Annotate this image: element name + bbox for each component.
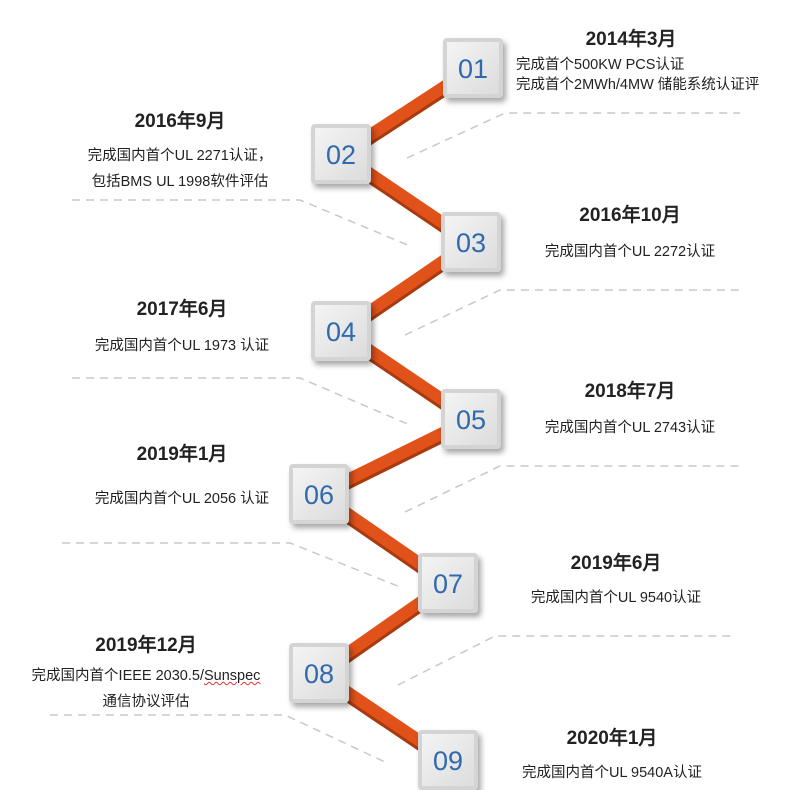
dashed-guide-line	[72, 199, 411, 247]
milestone-badge-09: 09	[418, 730, 478, 790]
milestone-text-09: 2020年1月 完成国内首个UL 9540A认证	[502, 723, 722, 784]
dashed-guide-line	[406, 112, 740, 159]
milestone-desc-part: Sunspec	[204, 668, 261, 684]
milestone-date: 2019年12月	[95, 635, 197, 656]
milestone-badge-01: 01	[443, 38, 503, 98]
milestone-desc: 完成国内首个IEEE 2030.5/Sunspec	[8, 663, 284, 689]
milestone-desc: 完成国内首个UL 2056 认证	[94, 491, 270, 507]
milestone-date: 2018年7月	[584, 381, 676, 402]
milestone-badge-06: 06	[289, 464, 349, 524]
dashed-guide-line	[404, 289, 740, 336]
milestone-date: 2014年3月	[585, 29, 677, 50]
milestone-text-04: 2017年6月 完成国内首个UL 1973 认证	[62, 294, 302, 357]
milestone-desc-part: 完成国内首个IEEE 2030.5/	[31, 668, 204, 684]
milestone-badge-05: 05	[441, 389, 501, 449]
milestone-date: 2019年1月	[136, 444, 228, 465]
milestone-text-01: 2014年3月 完成首个500KW PCS认证 完成首个2MWh/4MW 储能系…	[516, 24, 788, 95]
milestone-date: 2016年9月	[134, 111, 226, 132]
milestone-desc: 完成国内首个UL 2272认证	[544, 244, 716, 260]
milestone-number: 04	[325, 316, 357, 347]
dashed-guide-line	[50, 714, 386, 763]
milestone-date: 2016年10月	[579, 205, 681, 226]
milestone-text-07: 2019年6月 完成国内首个UL 9540认证	[506, 548, 726, 609]
milestone-date: 2017年6月	[136, 299, 228, 320]
milestone-text-08: 2019年12月 完成国内首个IEEE 2030.5/Sunspec 通信协议评…	[8, 630, 284, 715]
milestone-desc: 包括BMS UL 1998软件评估	[91, 174, 269, 190]
milestone-text-02: 2016年9月 完成国内首个UL 2271认证， 包括BMS UL 1998软件…	[60, 106, 300, 195]
milestone-number: 09	[432, 745, 464, 776]
milestone-badge-03: 03	[441, 212, 501, 272]
milestone-number: 05	[455, 404, 487, 435]
milestone-text-06: 2019年1月 完成国内首个UL 2056 认证	[62, 439, 302, 510]
milestone-date: 2020年1月	[566, 728, 658, 749]
milestone-desc: 通信协议评估	[102, 694, 190, 710]
dashed-guide-line	[404, 465, 740, 513]
milestone-desc: 完成国内首个UL 2743认证	[544, 420, 716, 436]
milestone-number: 03	[455, 227, 487, 258]
milestone-desc: 完成国内首个UL 9540A认证	[522, 765, 702, 781]
milestone-desc: 完成国内首个UL 2271认证，	[87, 148, 273, 164]
milestone-desc: 完成首个2MWh/4MW 储能系统认证评	[516, 77, 760, 93]
milestone-number: 06	[303, 479, 335, 510]
milestone-desc: 完成国内首个UL 1973 认证	[94, 338, 270, 354]
dashed-guide-line	[72, 377, 411, 426]
milestone-text-03: 2016年10月 完成国内首个UL 2272认证	[520, 200, 740, 263]
milestone-number: 01	[457, 53, 489, 84]
dashed-guide-line	[397, 635, 735, 686]
milestone-number: 02	[325, 139, 357, 170]
dashed-guide-line	[62, 542, 401, 588]
milestone-badge-07: 07	[418, 553, 478, 613]
milestone-badge-04: 04	[311, 301, 371, 361]
milestone-badge-02: 02	[311, 124, 371, 184]
milestone-badge-08: 08	[289, 643, 349, 703]
milestone-number: 08	[303, 658, 335, 689]
milestone-date: 2019年6月	[570, 553, 662, 574]
milestone-number: 07	[432, 568, 464, 599]
milestone-text-05: 2018年7月 完成国内首个UL 2743认证	[520, 376, 740, 439]
milestone-desc: 完成国内首个UL 9540认证	[530, 590, 702, 606]
milestone-desc: 完成首个500KW PCS认证	[516, 57, 685, 73]
